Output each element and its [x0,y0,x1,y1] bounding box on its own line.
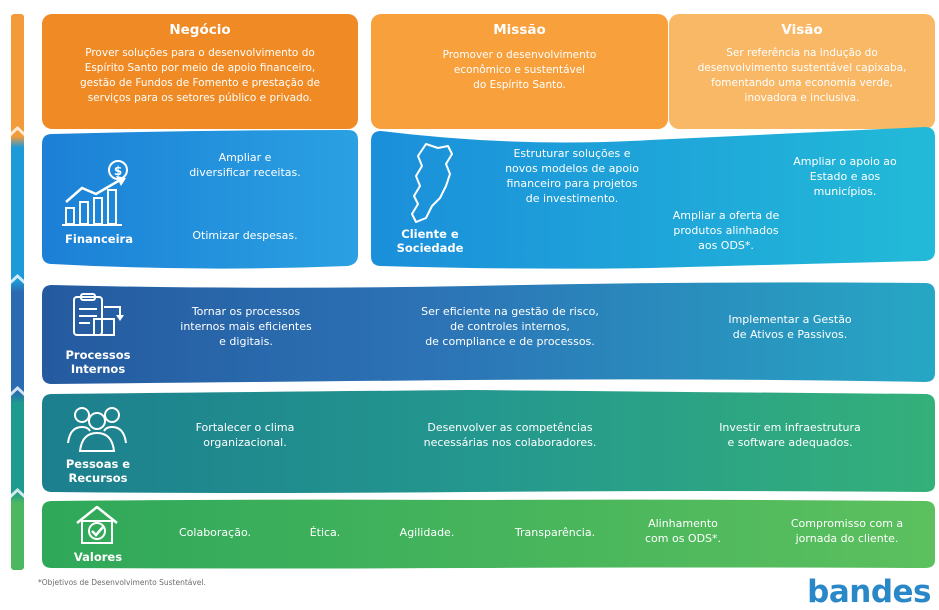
processos-label: Processos Internos [65,348,131,376]
processos-item: Ser eficiente na gestão de risco, de con… [421,305,599,348]
financeira-item: Ampliar e diversificar receitas. [189,151,301,179]
pessoas-item: Investir em infraestrutura e software ad… [719,421,861,449]
pessoas-item: Desenvolver as competências necessárias … [423,421,597,449]
financeira-band [42,130,358,269]
house-check-icon [74,503,120,547]
valores-item: Colaboração. [178,526,251,539]
processos-item: Implementar a Gestão de Ativos e Passivo… [728,313,852,341]
bandes-logo: bandes [807,574,931,610]
valores-item: Ética. [309,526,341,539]
negocio-text: Prover soluções para o desenvolvimento d… [80,47,320,104]
valores-item: Compromisso com a jornada do cliente. [790,517,904,545]
pessoas-item: Fortalecer o clima organizacional. [195,421,295,449]
svg-text:$: $ [114,164,122,178]
visao-title: Visão [781,22,823,38]
missao-card: Missão Promover o desenvolvimento econôm… [371,14,668,129]
pessoas-band [42,390,935,493]
footnote: *Objetivos de Desenvolvimento Sustentáve… [38,578,206,587]
negocio-card: Negócio Prover soluções para o desenvolv… [42,14,358,129]
valores-item: Agilidade. [399,526,455,539]
clipboard-process-icon [68,293,128,343]
pessoas-label: Pessoas e Recursos [65,457,131,485]
cliente-item: Ampliar o apoio ao Estado e aos municípi… [793,155,897,198]
negocio-title: Negócio [169,22,231,38]
processos-item: Tornar os processos internos mais eficie… [180,305,312,348]
visao-text: Ser referência na indução do desenvolvim… [697,47,907,104]
financial-chart-icon: $ [60,158,138,228]
missao-title: Missão [493,22,546,38]
processos-band [42,282,935,384]
valores-item: Transparência. [514,526,596,539]
valores-band [42,499,935,569]
valores-item: Alinhamento com os ODS*. [644,517,722,545]
ribbon-graphic [11,14,24,570]
financeira-item: Otimizar despesas. [192,229,298,242]
missao-text: Promover o desenvolvimento econômico e s… [442,49,597,91]
cliente-item: Estruturar soluções e novos modelos de a… [505,147,639,205]
cliente-item: Ampliar a oferta de produtos alinhados a… [672,209,780,252]
espirito-santo-map-icon [404,140,462,226]
visao-card: Visão Ser referência na indução do desen… [669,14,935,129]
valores-label: Valores [73,550,123,564]
cliente-label: Cliente e Sociedade [396,227,464,255]
cliente-band [371,127,935,269]
people-group-icon [66,401,128,453]
left-ribbon [8,14,27,570]
financeira-label: Financeira [65,232,133,246]
